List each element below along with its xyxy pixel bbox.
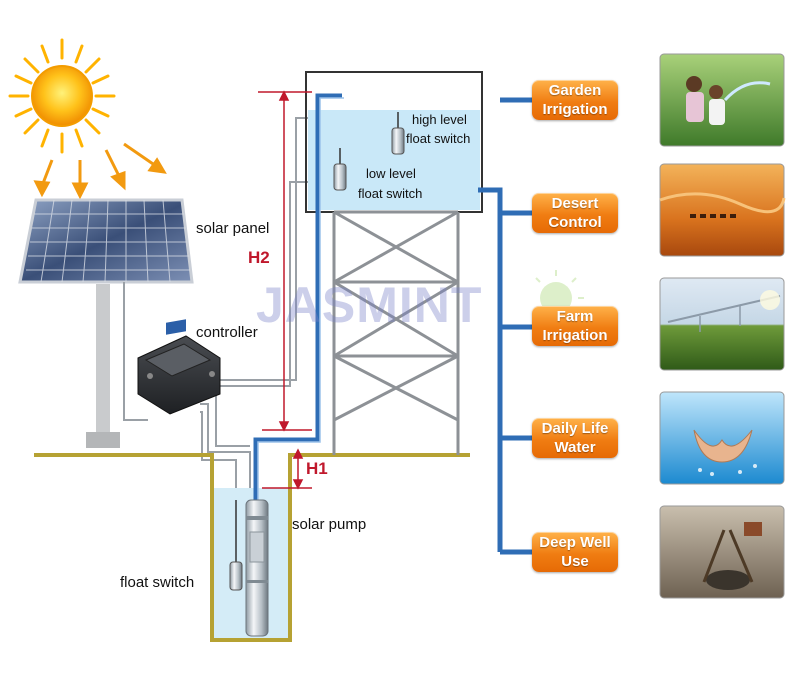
sun-icon xyxy=(8,38,116,154)
low-level-float-switch xyxy=(333,148,347,191)
controller-label: controller xyxy=(196,324,258,341)
water-tower xyxy=(305,71,483,455)
badge-line1: Garden xyxy=(548,82,602,99)
well-float-switch xyxy=(229,500,243,591)
desert-control-photo xyxy=(659,163,786,257)
badge-line1: Daily Life xyxy=(541,420,609,437)
watermark-text: JASMINT xyxy=(256,277,483,333)
badge-line1: Deep Well xyxy=(539,534,611,551)
daily-life-water-photo xyxy=(659,391,785,485)
solar-panel-label: solar panel xyxy=(196,220,270,237)
high-level-float-switch xyxy=(391,112,405,155)
controller-box xyxy=(137,319,221,415)
sunlight-arrows xyxy=(33,142,167,200)
delivery-pipe xyxy=(253,93,532,555)
badge-line1: Desert xyxy=(551,195,599,212)
ground xyxy=(34,453,470,642)
application-badge-farm-irrigation: Farm Irrigation xyxy=(532,306,618,346)
application-badge-deep-well-use: Deep Well Use xyxy=(532,532,618,572)
farm-irrigation-photo xyxy=(659,277,785,371)
badge-line2: Irrigation xyxy=(542,327,608,344)
high-level-label: high level xyxy=(412,112,467,127)
garden-irrigation-photo xyxy=(659,53,785,147)
badge-line2: Water xyxy=(554,439,596,456)
h1-dimension xyxy=(262,448,312,490)
application-badge-daily-life-water: Daily Life Water xyxy=(532,418,618,458)
badge-line2: Use xyxy=(561,553,589,570)
h1-label: H1 xyxy=(306,459,328,478)
h2-dimension xyxy=(258,90,312,432)
application-badge-desert-control: Desert Control xyxy=(532,193,618,233)
deep-well-photo xyxy=(659,505,785,599)
tank-water xyxy=(308,110,480,210)
low-level-label: low level xyxy=(366,166,416,181)
application-badge-garden-irrigation: Garden Irrigation xyxy=(532,80,618,120)
badge-line1: Farm xyxy=(556,308,594,325)
badge-line2: Control xyxy=(548,214,602,231)
high-level-float-switch-label: float switch xyxy=(406,131,471,146)
badge-line2: Irrigation xyxy=(542,101,608,118)
low-level-float-switch-label: float switch xyxy=(358,186,423,201)
h2-label: H2 xyxy=(248,248,270,267)
float-switch-label: float switch xyxy=(120,574,195,591)
solar-panel xyxy=(18,198,194,448)
solar-pump xyxy=(245,499,269,637)
solar-pump-label: solar pump xyxy=(292,516,367,533)
